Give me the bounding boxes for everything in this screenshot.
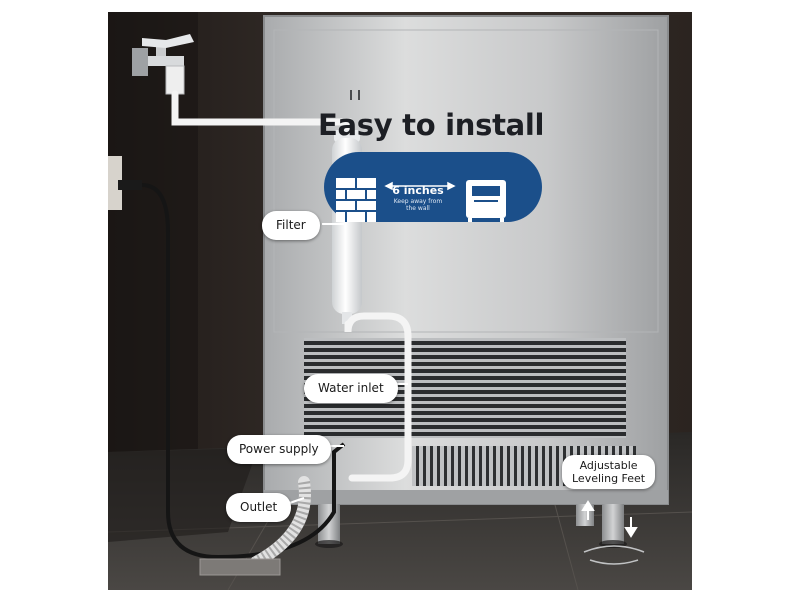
badge-distance: 6 inches bbox=[392, 184, 444, 197]
badge-note: Keep away from the wall bbox=[384, 198, 452, 212]
badge-note-line2: the wall bbox=[406, 205, 430, 212]
callout-leveling-feet: Adjustable Leveling Feet bbox=[562, 455, 656, 489]
badge-note-line1: Keep away from bbox=[393, 198, 443, 205]
callout-water-inlet: Water inlet bbox=[304, 374, 398, 403]
callout-feet-line2: Leveling Feet bbox=[572, 472, 646, 485]
brick-wall-icon bbox=[336, 178, 376, 222]
ice-machine-icon bbox=[466, 180, 506, 222]
callout-filter: Filter bbox=[262, 211, 320, 240]
callout-power-supply: Power supply bbox=[227, 435, 331, 464]
headline: Easy to install bbox=[318, 108, 545, 142]
photo-background bbox=[108, 12, 692, 590]
badge-icons bbox=[336, 178, 506, 222]
double-arrow-icon bbox=[384, 181, 456, 191]
callout-feet-line1: Adjustable bbox=[579, 459, 638, 472]
product-photo bbox=[108, 12, 692, 590]
callout-outlet: Outlet bbox=[226, 493, 292, 522]
